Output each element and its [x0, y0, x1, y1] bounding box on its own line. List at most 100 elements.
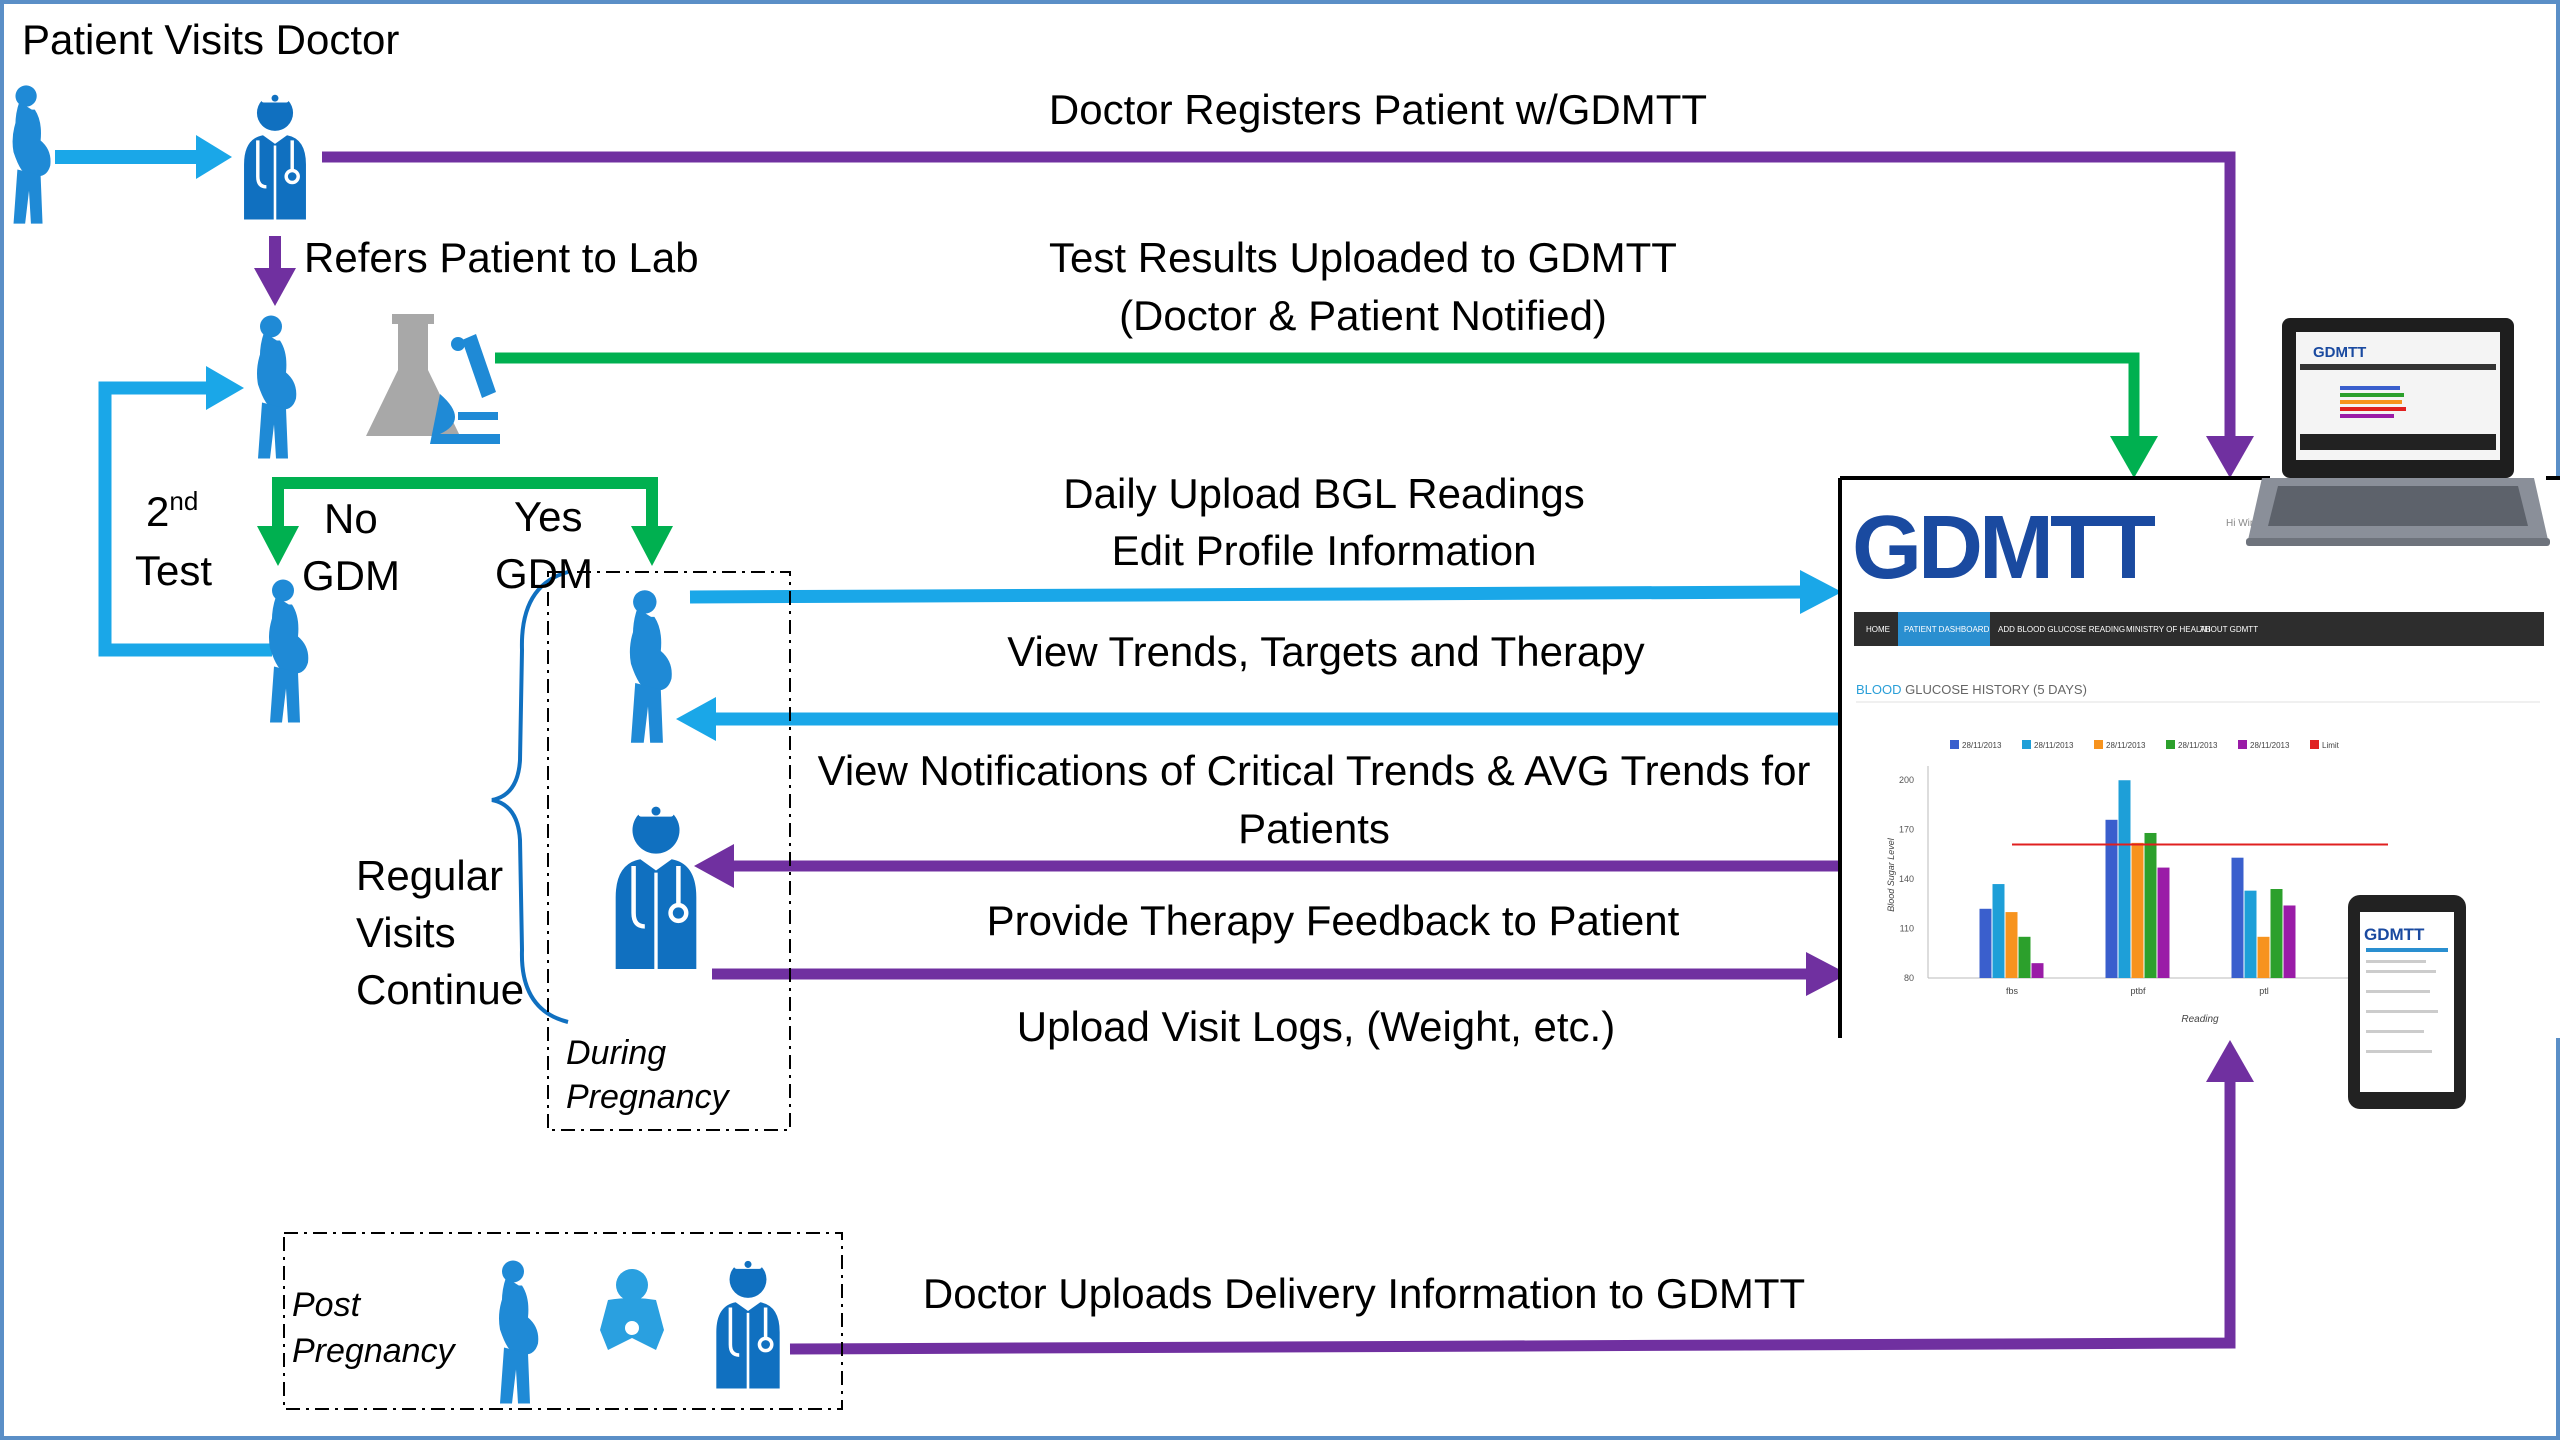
chart-bar	[2244, 890, 2257, 978]
tablet-screen-logo: GDMTT	[2364, 925, 2425, 944]
nav-home[interactable]: HOME	[1866, 625, 1890, 634]
chart-y-tick-label: 80	[1904, 973, 1914, 983]
nav-about[interactable]: ABOUT GDMTT	[2200, 625, 2258, 634]
label-during: During	[566, 1034, 666, 1072]
pregnant-woman-icon	[499, 1260, 539, 1404]
label-yes: Yes	[514, 493, 583, 540]
arrow-patient-to-doctor	[55, 135, 232, 179]
arrow-register	[322, 151, 2254, 478]
arrow-notifications	[694, 844, 1840, 888]
chart-bar	[2157, 867, 2170, 978]
chart-legend-swatch	[2238, 740, 2247, 749]
chart-legend-swatch	[2166, 740, 2175, 749]
chart-bar	[2031, 963, 2044, 978]
label-no: No	[324, 495, 378, 542]
chart-legend-label: 28/11/2013	[2106, 741, 2146, 750]
arrow-gdm-branch	[257, 477, 673, 566]
label-refers-to-lab: Refers Patient to Lab	[304, 234, 699, 281]
chart-legend-swatch	[2310, 740, 2319, 749]
label-visit-logs: Upload Visit Logs, (Weight, etc.)	[1017, 1003, 1615, 1050]
label-edit-profile: Edit Profile Information	[1112, 527, 1537, 574]
laptop-screen-logo: GDMTT	[2313, 344, 2366, 361]
chart-y-axis-label: Blood Sugar Level	[1886, 837, 1896, 912]
greeting-text: Hi Winston	[2226, 518, 2274, 529]
label-yes-gdm: GDM	[495, 550, 593, 597]
pregnant-woman-icon	[257, 315, 297, 459]
doctor-icon	[714, 1258, 782, 1391]
lab-flask-microscope-icon	[366, 314, 500, 444]
pregnant-woman-icon	[629, 590, 672, 743]
pregnant-woman-icon	[269, 579, 309, 723]
doctor-icon	[616, 805, 697, 969]
chart-bar	[1992, 884, 2005, 978]
arrow-view-trends	[676, 697, 1840, 741]
label-notifications-patients: Patients	[1238, 805, 1390, 852]
gdmtt-logo: GDMTT	[1852, 498, 2156, 598]
chart-bar	[1979, 908, 1992, 978]
label-second: 2nd	[146, 486, 198, 535]
chart-bar	[2231, 857, 2244, 978]
nav-add-reading[interactable]: ADD BLOOD GLUCOSE READING	[1998, 625, 2125, 634]
chart-bar	[2270, 889, 2283, 978]
chart-legend-label: 28/11/2013	[2178, 741, 2218, 750]
label-test-results-notified: (Doctor & Patient Notified)	[1119, 292, 1607, 339]
chart-bar	[2257, 936, 2270, 978]
chart-bar	[2131, 842, 2144, 978]
laptop-device: GDMTT	[2246, 318, 2550, 546]
chart-bar	[2018, 936, 2031, 978]
label-post-pregnancy: Pregnancy	[292, 1332, 457, 1370]
label-daily-upload: Daily Upload BGL Readings	[1063, 470, 1584, 517]
label-registers-patient: Doctor Registers Patient w/GDMTT	[1049, 86, 1707, 133]
doctor-icon	[242, 92, 308, 222]
chart-x-tick-label: fbs	[2006, 986, 2019, 996]
title-patient-visits-doctor: Patient Visits Doctor	[22, 16, 399, 63]
label-post: Post	[292, 1286, 362, 1324]
chart-legend-label: 28/11/2013	[1962, 741, 2002, 750]
chart-heading: BLOOD GLUCOSE HISTORY (5 DAYS)	[1856, 682, 2087, 697]
chart-legend-label: 28/11/2013	[2034, 741, 2074, 750]
chart-legend-swatch	[2094, 740, 2103, 749]
arrow-delivery	[789, 1040, 2254, 1355]
label-no-gdm: GDM	[302, 552, 400, 599]
arrow-daily-upload	[689, 570, 1842, 614]
chart-y-tick-label: 170	[1899, 825, 1914, 835]
post-pregnancy-box	[283, 1232, 843, 1410]
label-test: Test	[135, 547, 212, 594]
arrow-refers-to-lab	[254, 236, 296, 306]
chart-legend-swatch	[2022, 740, 2031, 749]
chart-legend-label: 28/11/2013	[2250, 741, 2290, 750]
chart-bar	[2283, 905, 2296, 978]
chart-x-tick-label: ptl	[2259, 986, 2269, 996]
chart-legend-swatch	[1950, 740, 1959, 749]
chart-x-axis-label: Reading	[2181, 1014, 2219, 1025]
arrow-second-test-loop	[98, 366, 272, 657]
label-regular: Regular	[356, 852, 503, 899]
chart-bar	[2005, 912, 2018, 978]
arrow-feedback	[712, 952, 1848, 996]
label-delivery-info: Doctor Uploads Delivery Information to G…	[923, 1270, 1805, 1317]
label-test-results: Test Results Uploaded to GDMTT	[1049, 234, 1677, 281]
chart-y-tick-label: 140	[1899, 874, 1914, 884]
arrow-test-results	[495, 352, 2158, 478]
nav-patient-dashboard[interactable]: PATIENT DASHBOARD	[1904, 625, 1990, 634]
label-notifications: View Notifications of Critical Trends & …	[818, 747, 1811, 794]
pregnant-woman-icon	[12, 85, 51, 224]
tablet-device: GDMTT	[2348, 895, 2466, 1109]
chart-y-tick-label: 110	[1900, 924, 1914, 934]
nav-ministry[interactable]: MINISTRY OF HEALTH	[2126, 625, 2211, 634]
chart-x-tick-label: ptbf	[2130, 986, 2146, 996]
chart-bar	[2144, 832, 2157, 978]
label-during-pregnancy: Pregnancy	[566, 1078, 731, 1116]
chart-legend-label: Limit	[2322, 741, 2340, 750]
chart-bar	[2118, 780, 2131, 978]
regular-visits-brace	[491, 570, 569, 1024]
label-continue: Continue	[356, 966, 524, 1013]
baby-icon	[600, 1269, 664, 1350]
chart-bar	[2105, 819, 2118, 978]
chart-y-tick-label: 200	[1899, 775, 1914, 785]
label-view-trends: View Trends, Targets and Therapy	[1007, 628, 1644, 675]
label-visits: Visits	[356, 909, 456, 956]
during-pregnancy-box	[547, 571, 791, 1131]
